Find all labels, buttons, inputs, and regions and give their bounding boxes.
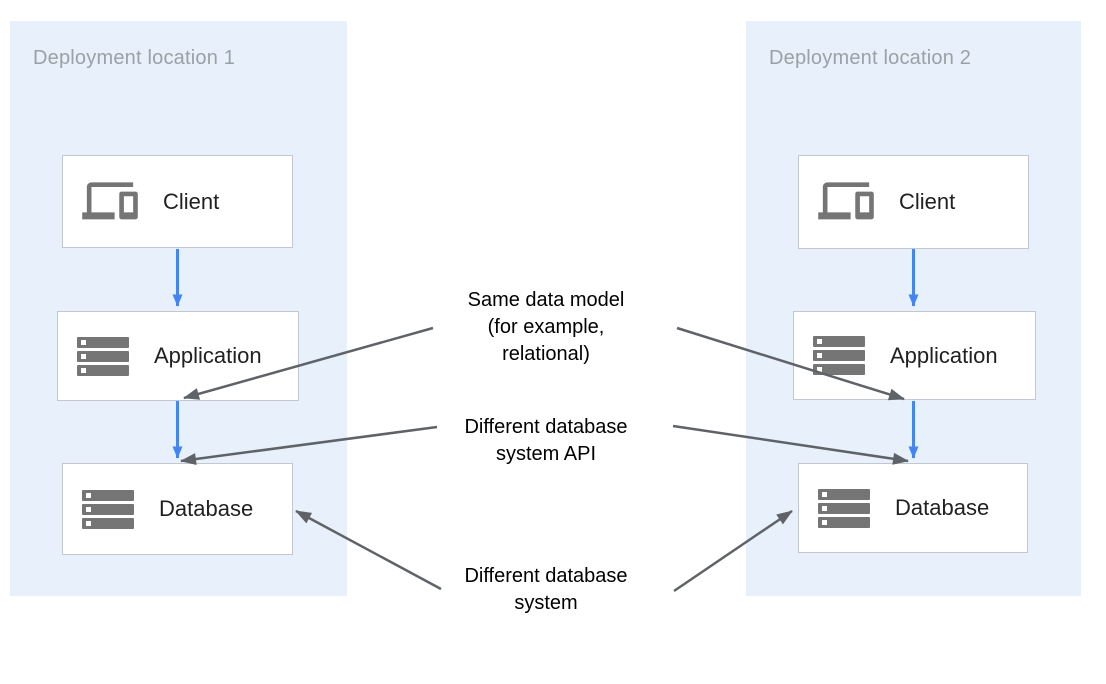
panel-title: Deployment location 1 [33,47,236,69]
annotation-line: Same data model [467,289,625,311]
client-node-location-2: Client [798,155,1029,249]
annotation-different-db-system: Different database system [396,563,696,617]
application-node-location-2: Application [793,311,1036,400]
node-label: Database [895,495,990,520]
server-stack-icon [82,489,134,529]
node-label: Application [890,342,998,368]
annotation-same-data-model: Same data model (for example, relational… [396,287,696,368]
node-label: Client [163,188,220,214]
annotation-line: system [514,592,578,614]
annotation-line: Different database [464,565,628,587]
database-node-location-1: Database [62,463,293,555]
application-node-location-1: Application [57,311,299,401]
annotation-line: Different database [464,416,628,438]
annotation-line: system API [495,443,597,465]
annotation-line: relational) [502,343,590,365]
annotation-different-db-api: Different database system API [396,414,696,468]
node-label: Application [154,343,262,368]
node-label: Database [159,496,254,521]
server-stack-icon [818,488,870,528]
database-node-location-2: Database [798,463,1028,553]
server-stack-icon [77,336,129,376]
panel-title: Deployment location 2 [769,47,972,69]
devices-icon [82,180,138,224]
devices-icon [818,180,874,224]
annotation-line: (for example, [487,316,605,338]
client-node-location-1: Client [62,155,293,248]
node-label: Client [899,189,956,214]
server-stack-icon [813,336,865,375]
